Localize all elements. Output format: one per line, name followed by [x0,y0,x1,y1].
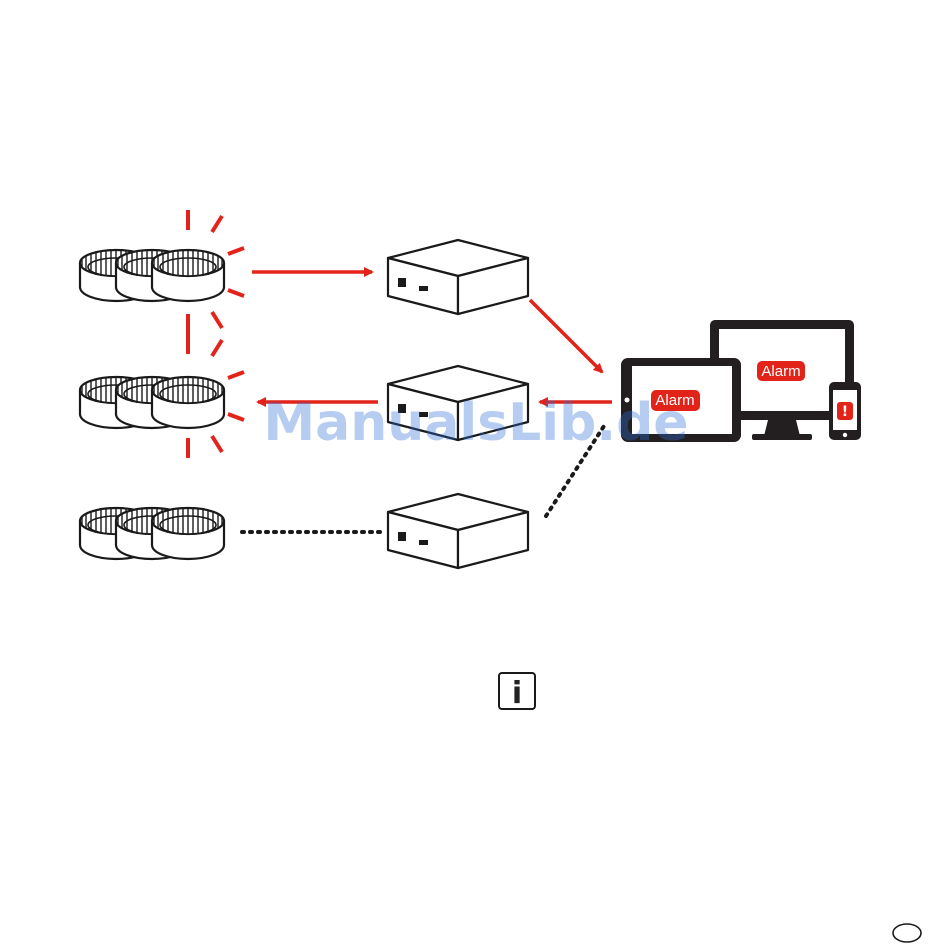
arrow-gateway-to-devices [530,300,602,372]
gateway-box-row1 [388,240,528,314]
monitor-alarm-label: Alarm [761,363,800,380]
info-symbol: i [512,676,522,711]
detector-group-row1 [80,250,224,301]
detector-group-row3 [80,508,224,559]
gateway-box-row3 [388,494,528,568]
corner-oval-mark [893,924,921,942]
info-icon: i [499,673,535,711]
watermark: ManualsLib.de [263,393,688,453]
smartphone-icon: ! [829,382,861,440]
phone-alert-symbol: ! [842,404,848,420]
detector-group-row2 [80,377,224,428]
